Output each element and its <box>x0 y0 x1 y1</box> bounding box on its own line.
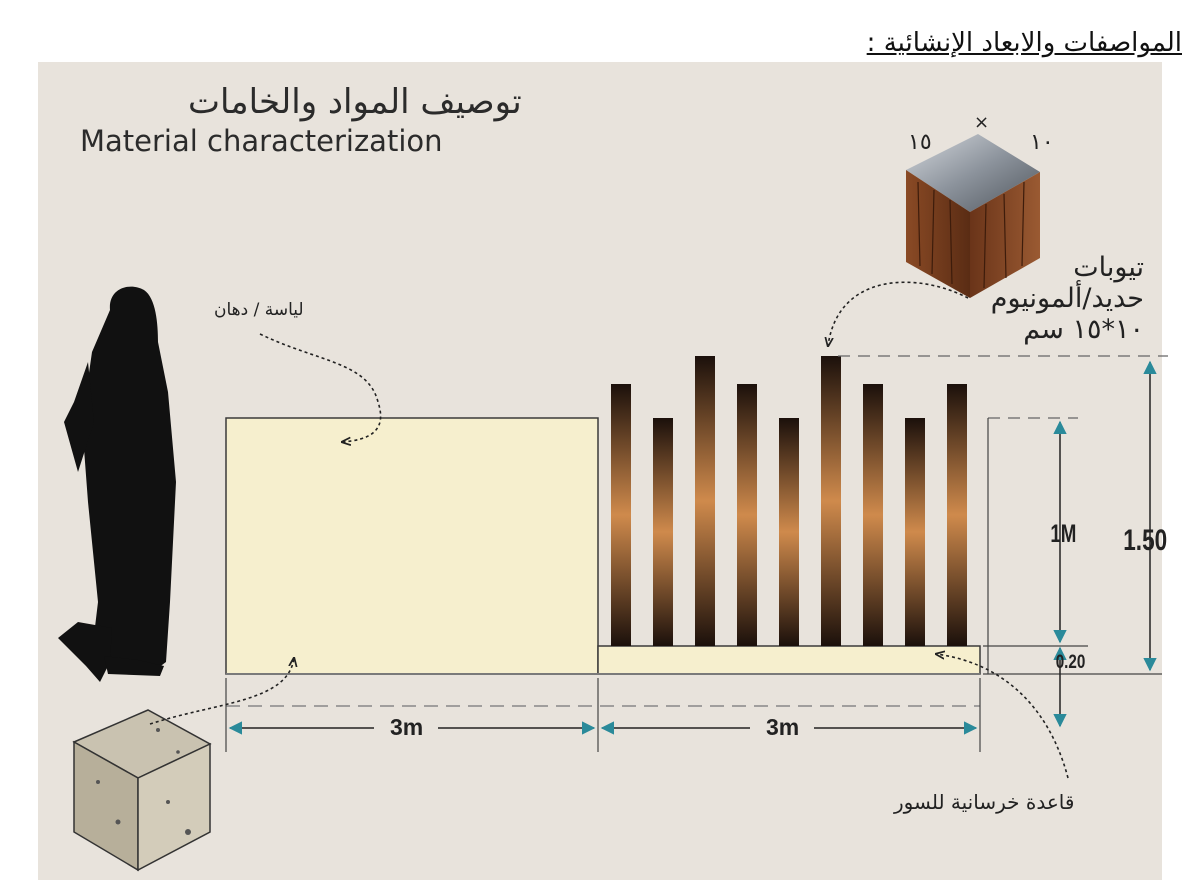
height-bar-label: 1M <box>1050 520 1077 548</box>
tube-cube-icon <box>906 134 1040 298</box>
stone-leader <box>149 658 294 725</box>
width-right-label: 3m <box>766 714 800 740</box>
tube-label-line: تيوبات <box>1073 252 1144 283</box>
metal-bar <box>905 418 925 646</box>
material-diagram-panel: توصيف المواد والخامات Material character… <box>38 62 1168 880</box>
metal-bars <box>611 356 967 646</box>
cube-dim-a: ١٥ <box>908 130 932 155</box>
metal-bar <box>821 356 841 646</box>
metal-bar <box>653 418 673 646</box>
tube-label-line: ١٠*١٥ سم <box>1023 314 1144 345</box>
height-total-label: 1.50 <box>1123 524 1168 557</box>
title-arabic: توصيف المواد والخامات <box>188 82 522 122</box>
page-heading: المواصفات والابعاد الإنشائية : <box>866 28 1182 58</box>
concrete-cube-icon <box>72 709 212 872</box>
plaster-leader <box>259 333 382 442</box>
tube-leader <box>828 281 969 346</box>
plaster-label: لياسة / دهان <box>214 300 304 320</box>
concrete-base <box>597 645 981 675</box>
width-left-label: 3m <box>390 714 424 740</box>
metal-bar <box>737 384 757 646</box>
cube-dim-x: × <box>974 112 990 133</box>
metal-bar <box>779 418 799 646</box>
tube-label: تيوبات حديد/ألمونيوم ١٠*١٥ سم <box>991 252 1144 345</box>
title-english: Material characterization <box>80 124 443 158</box>
cube-dim-b: ١٠ <box>1030 130 1054 155</box>
base-leader <box>936 654 1069 779</box>
metal-bar <box>863 384 883 646</box>
tube-label-line: حديد/ألمونيوم <box>990 283 1144 314</box>
base-height-label: 0.20 <box>1055 652 1086 673</box>
metal-bar <box>947 384 967 646</box>
plastered-wall <box>225 417 599 675</box>
person-silhouette <box>58 286 176 682</box>
concrete-base-label: قاعدة خرسانية للسور <box>894 790 1075 814</box>
metal-bar <box>695 356 715 646</box>
metal-bar <box>611 384 631 646</box>
diagram-drawing <box>58 134 1168 872</box>
